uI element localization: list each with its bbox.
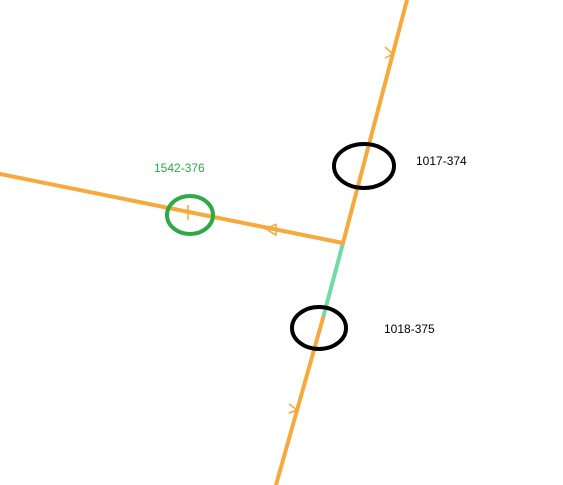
side-road	[0, 172, 345, 245]
main-road-lower	[274, 316, 325, 485]
forward-arrow-icon	[288, 403, 299, 414]
upper-node-label: 1017-374	[416, 154, 467, 168]
forward-arrow-icon	[384, 46, 395, 59]
green-node-label: 1542-376	[154, 161, 205, 175]
main-road-upper	[341, 0, 409, 245]
upper-node-marker	[332, 142, 396, 190]
main-road-highlight-segment	[321, 241, 345, 320]
green-node-marker	[165, 194, 215, 236]
backward-arrow-icon	[264, 223, 277, 237]
lower-node-marker	[290, 305, 348, 351]
lower-node-label: 1018-375	[384, 322, 435, 336]
